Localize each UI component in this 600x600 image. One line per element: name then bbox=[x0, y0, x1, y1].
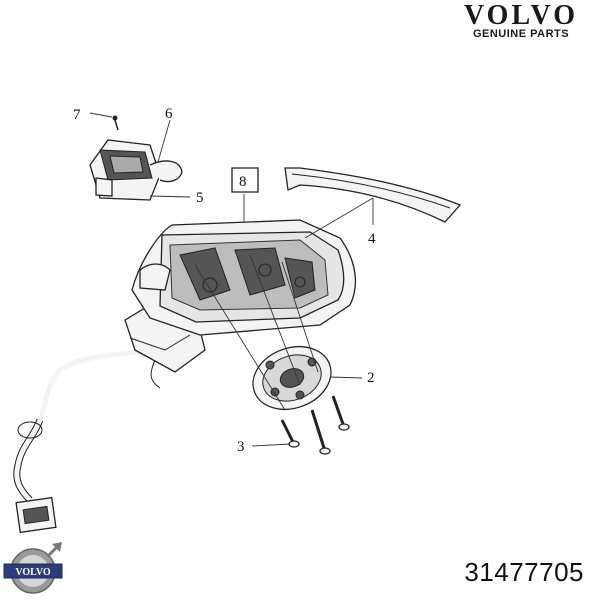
emblem-label: VOLVO bbox=[15, 567, 51, 578]
part-number: 31477705 bbox=[464, 557, 584, 587]
callout-6: 6 bbox=[165, 106, 173, 122]
callout-8-box bbox=[231, 167, 259, 193]
adjuster-plate bbox=[252, 346, 332, 410]
brand-header: VOLVO GENUINE PARTS bbox=[464, 0, 578, 40]
callout-4: 4 bbox=[368, 231, 376, 247]
volvo-emblem-icon: VOLVO bbox=[3, 542, 63, 594]
screw-set bbox=[280, 395, 350, 455]
cover-strip bbox=[284, 167, 462, 223]
wiring-harness bbox=[13, 347, 161, 534]
motor-assembly bbox=[89, 115, 183, 201]
callout-7: 7 bbox=[73, 107, 81, 123]
brand-logo-text: VOLVO bbox=[464, 0, 578, 31]
leader-lines bbox=[89, 112, 374, 447]
callout-3: 3 bbox=[237, 439, 245, 455]
callout-8: 8 bbox=[239, 174, 247, 190]
mirror-housing bbox=[124, 219, 357, 373]
callout-5: 5 bbox=[196, 190, 204, 206]
brand-tagline: GENUINE PARTS bbox=[472, 28, 570, 40]
callout-2: 2 bbox=[367, 370, 375, 386]
